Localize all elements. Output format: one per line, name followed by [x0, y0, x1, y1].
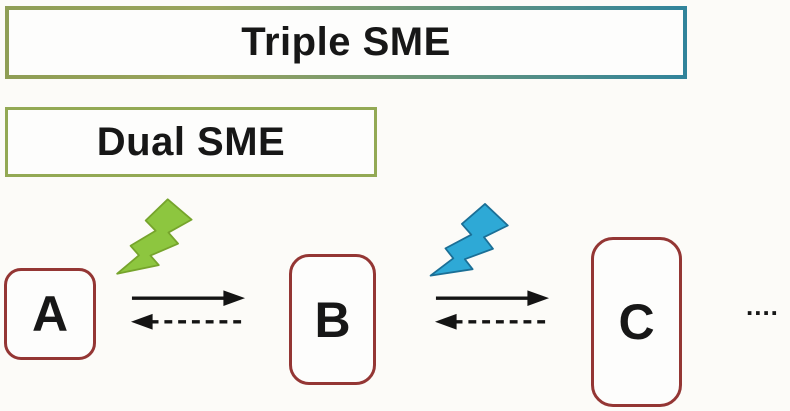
node-c: C	[591, 237, 682, 407]
triple-sme-label: Triple SME	[241, 20, 451, 64]
solid-right-arrow	[435, 290, 550, 307]
dual-sme-box: Dual SME	[5, 107, 377, 177]
green-lightning-bolt-icon	[116, 198, 193, 275]
equilibrium-arrows-a-b	[130, 290, 246, 330]
equilibrium-arrows-b-c	[434, 290, 550, 330]
node-a: A	[4, 268, 96, 360]
blue-lightning-bolt-icon	[429, 203, 509, 277]
triple-sme-box: Triple SME	[5, 6, 687, 79]
dual-sme-label: Dual SME	[96, 119, 286, 164]
continuation-dots: ....	[746, 291, 779, 321]
node-b-label: B	[314, 291, 351, 348]
dashed-left-arrow	[434, 313, 549, 330]
solid-right-arrow	[131, 290, 246, 307]
node-c-label: C	[618, 294, 655, 350]
dashed-left-arrow	[130, 313, 245, 330]
node-b: B	[289, 254, 376, 385]
node-a-label: A	[31, 286, 69, 342]
